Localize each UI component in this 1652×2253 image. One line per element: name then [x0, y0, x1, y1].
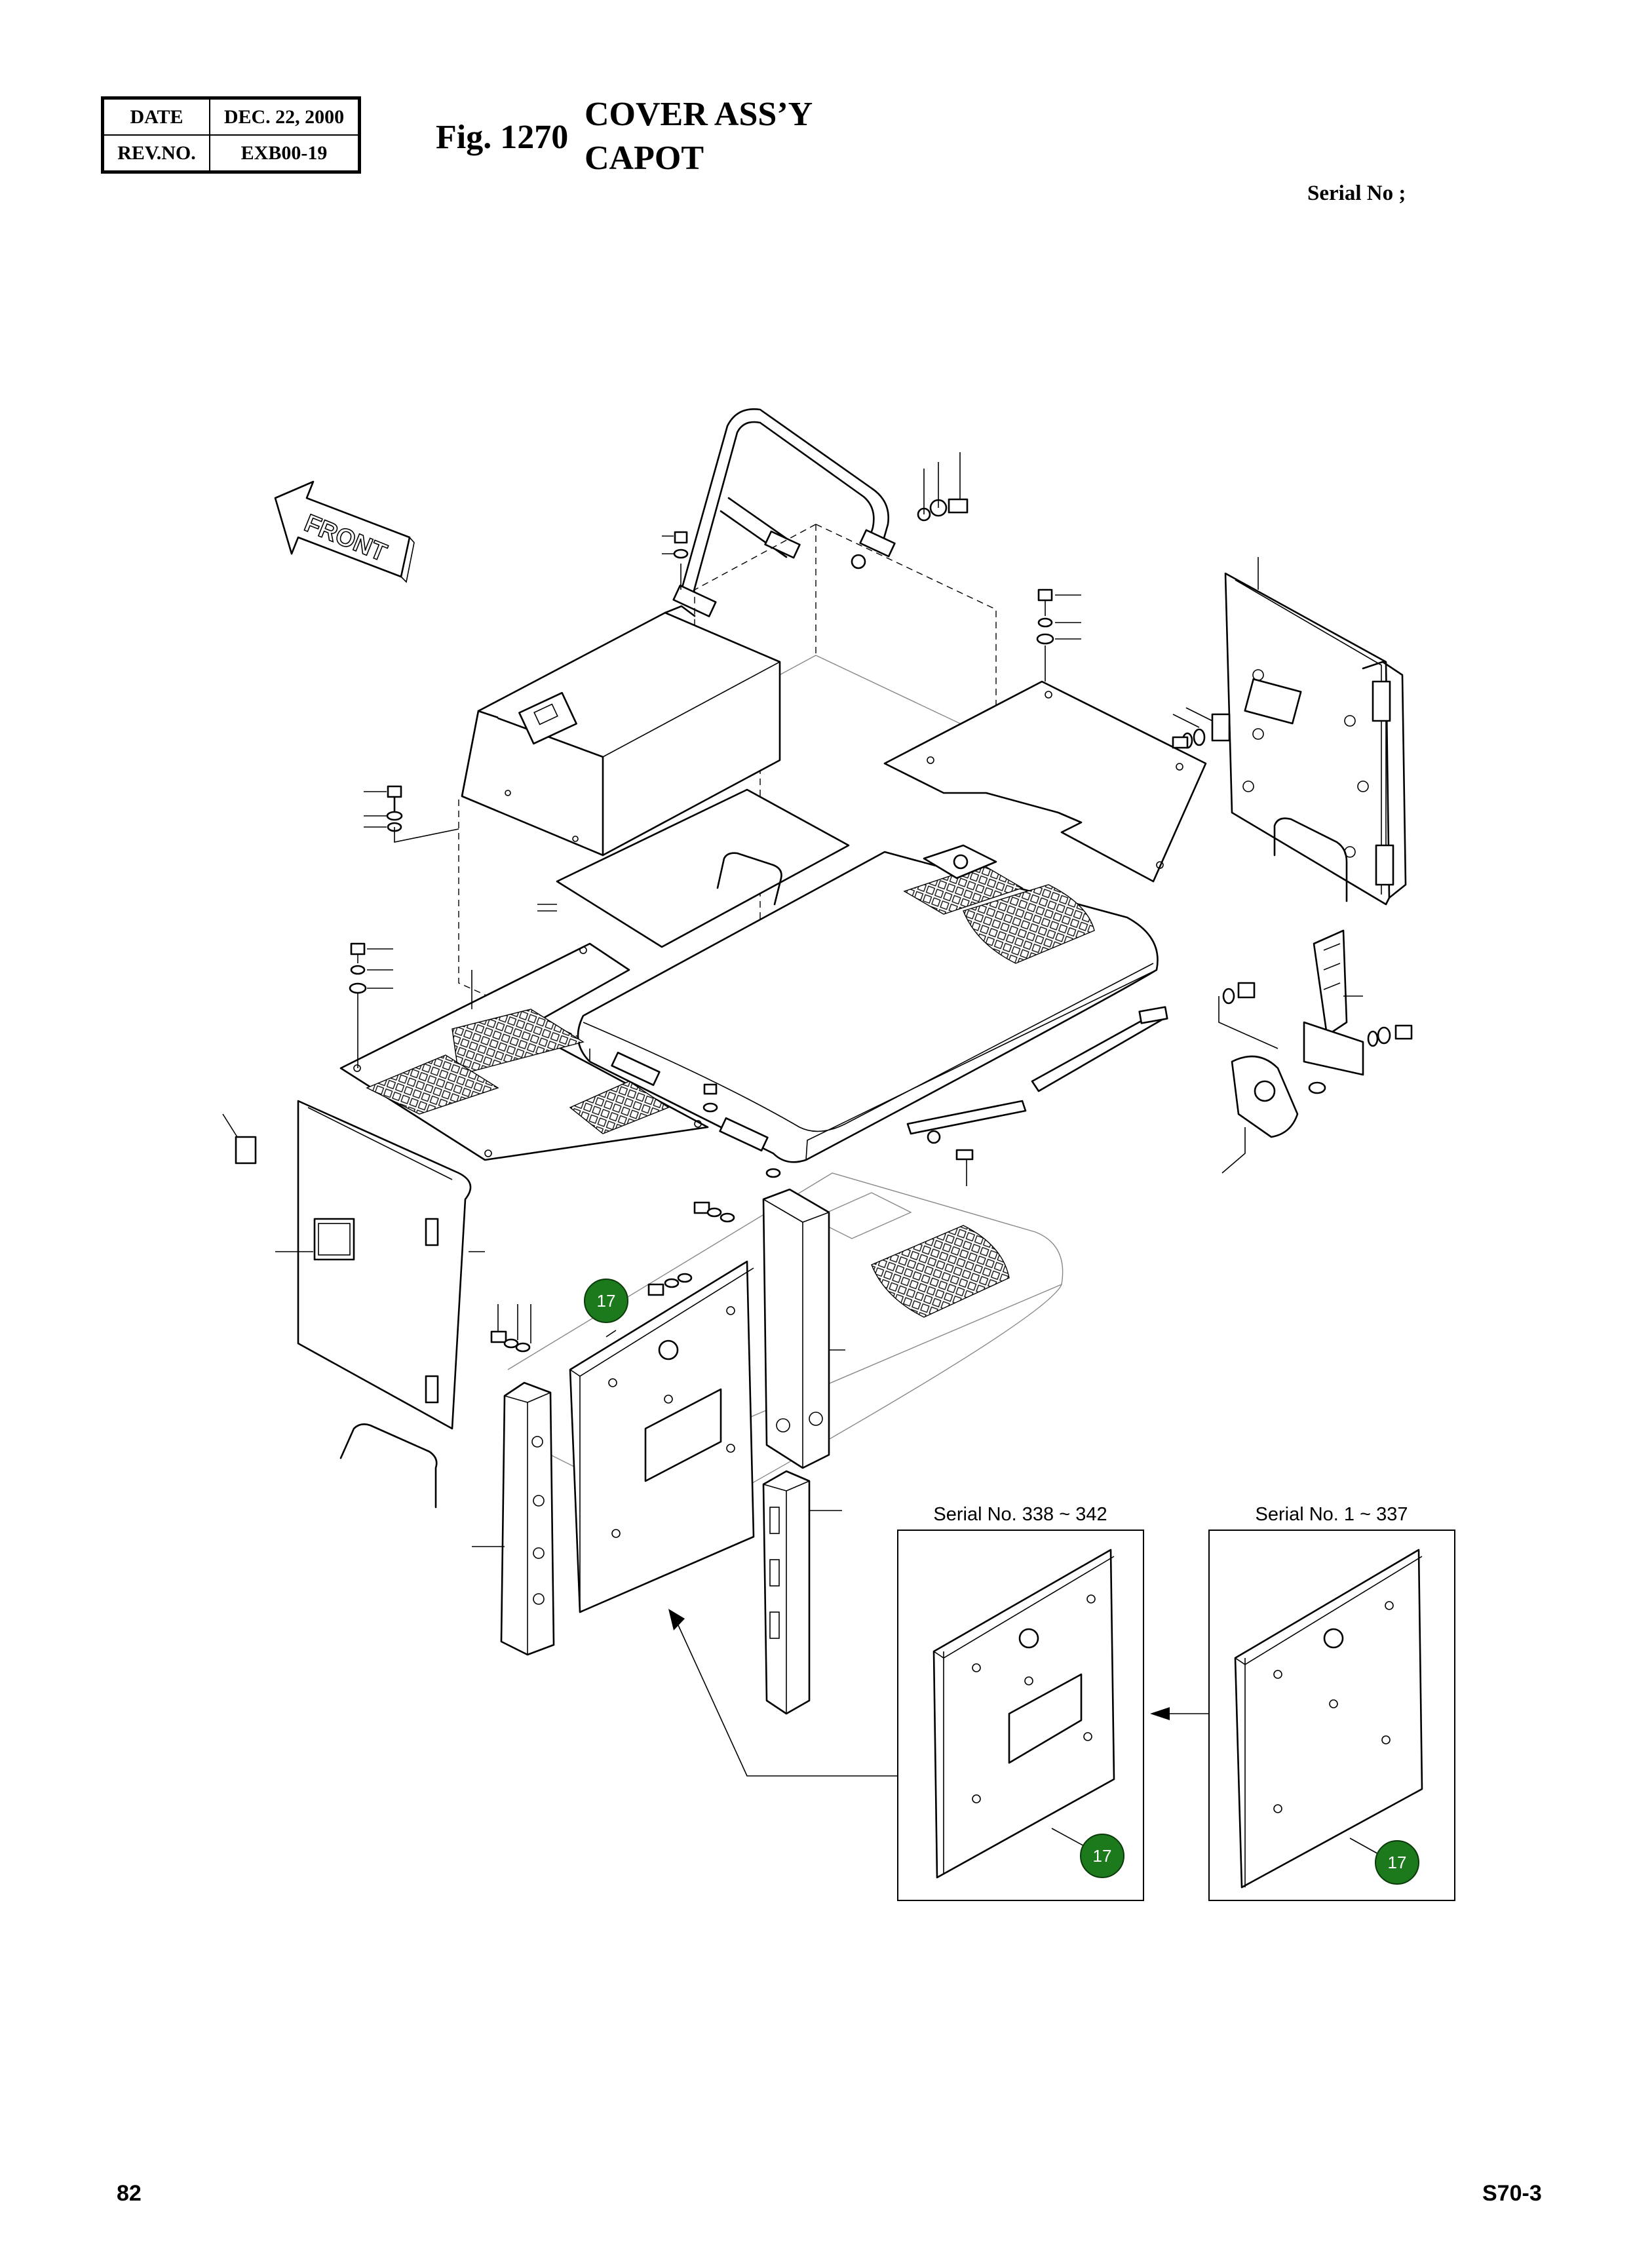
- right-door-panel: [1172, 557, 1407, 906]
- page-number: 82: [117, 2181, 142, 2206]
- revision-table: DATE DEC. 22, 2000 REV.NO. EXB00-19: [101, 96, 361, 174]
- badge-label-inset-left: 17: [1093, 1846, 1112, 1866]
- engine-hood: [577, 844, 1159, 1163]
- front-right-pillar: [762, 1188, 845, 1469]
- front-left-pillar: [472, 1381, 555, 1656]
- rev-value: EXB00-19: [209, 134, 360, 173]
- model-code: S70-3: [1482, 2181, 1542, 2206]
- title-french: CAPOT: [585, 140, 704, 177]
- inset-right-label: Serial No. 1 ~ 337: [1256, 1504, 1408, 1525]
- badge-label-main: 17: [597, 1291, 616, 1311]
- title-english: COVER ASS’Y: [585, 96, 813, 133]
- date-value: DEC. 22, 2000: [209, 97, 360, 136]
- front-bolts: [490, 1083, 781, 1353]
- lower-right-post: [762, 1470, 842, 1715]
- figure-number: Fig. 1270: [436, 119, 569, 156]
- inset-left-box: Serial No. 338 ~ 342 17: [897, 1504, 1144, 1901]
- box-bolts: [364, 531, 689, 843]
- left-top-plate: [339, 910, 709, 1161]
- right-top-plate: [883, 588, 1207, 883]
- left-side-door: [222, 1100, 485, 1509]
- badge-label-inset-right: 17: [1388, 1853, 1407, 1872]
- gas-spring: [906, 1006, 1168, 1186]
- inset-arrows: [668, 1609, 1209, 1777]
- front-door-main: [569, 1260, 755, 1613]
- rev-label: REV.NO.: [102, 134, 210, 173]
- inset-right-box: Serial No. 1 ~ 337 17: [1208, 1504, 1455, 1901]
- front-arrow: FRONT: [274, 480, 415, 583]
- part-badge-main: 17: [584, 1279, 628, 1323]
- date-label: DATE: [102, 97, 210, 136]
- latch-assembly: [1218, 929, 1413, 1174]
- handrail: [672, 408, 969, 617]
- top-lid: [537, 788, 850, 948]
- tool-box: [461, 605, 781, 857]
- inset-left-label: Serial No. 338 ~ 342: [933, 1504, 1107, 1525]
- serial-heading: Serial No ;: [1307, 182, 1406, 205]
